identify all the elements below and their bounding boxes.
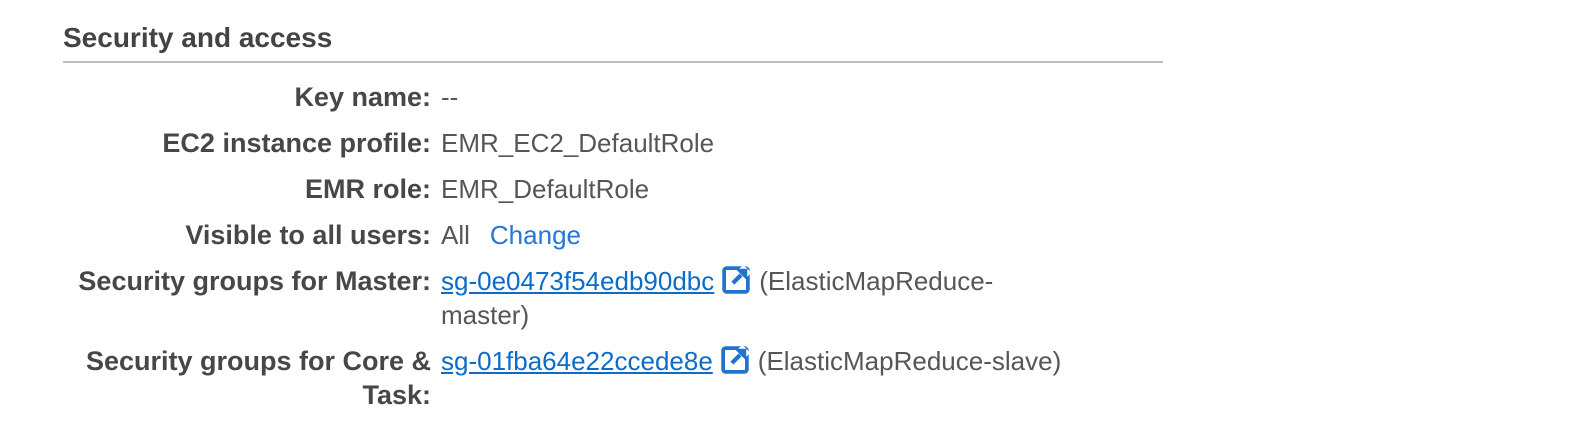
security-group-core-task-name: (ElasticMapReduce-slave)	[757, 346, 1062, 376]
external-link-icon[interactable]	[721, 265, 752, 295]
emr-role-value: EMR_DefaultRole	[441, 174, 650, 204]
security-group-master-name: (ElasticMapReduce-master)	[441, 266, 994, 330]
ec2-instance-profile-label: EC2 instance profile:	[162, 128, 431, 158]
visible-to-all-users-label: Visible to all users:	[185, 220, 431, 250]
visible-to-all-users-value: All Change	[441, 218, 1076, 252]
security-group-core-task-link[interactable]: sg-01fba64e22ccede8e	[441, 346, 713, 376]
key-value-grid: Key name: -- EC2 instance profile: EMR_E…	[63, 63, 1163, 418]
security-and-access-section: Security and access Key name: -- EC2 ins…	[63, 22, 1163, 418]
visible-to-all-users-text: All	[441, 220, 470, 250]
row-security-groups-master: Security groups for Master: sg-0e0473f54…	[63, 258, 1163, 338]
emr-role-label: EMR role:	[304, 174, 431, 204]
security-group-master-link[interactable]: sg-0e0473f54edb90dbc	[441, 266, 715, 296]
key-name-value: --	[441, 82, 459, 112]
external-link-icon[interactable]	[720, 345, 750, 375]
security-groups-core-task-value: sg-01fba64e22ccede8e (ElasticMapReduce-sl…	[441, 344, 1076, 378]
key-name-label: Key name:	[294, 82, 431, 112]
security-groups-master-value: sg-0e0473f54edb90dbc(ElasticMapReduce-ma…	[441, 264, 1076, 332]
security-groups-core-task-label: Security groups for Core & Task:	[85, 346, 431, 410]
row-visible-to-all-users: Visible to all users: All Change	[63, 212, 1163, 258]
row-security-groups-core-task: Security groups for Core & Task: sg-01fb…	[63, 338, 1163, 418]
ec2-instance-profile-value: EMR_EC2_DefaultRole	[441, 128, 715, 158]
security-groups-master-label: Security groups for Master:	[78, 266, 431, 296]
row-key-name: Key name: --	[63, 74, 1163, 120]
change-link[interactable]: Change	[489, 220, 581, 250]
section-title: Security and access	[63, 22, 1163, 63]
row-emr-role: EMR role: EMR_DefaultRole	[63, 166, 1163, 212]
row-ec2-instance-profile: EC2 instance profile: EMR_EC2_DefaultRol…	[63, 120, 1163, 166]
